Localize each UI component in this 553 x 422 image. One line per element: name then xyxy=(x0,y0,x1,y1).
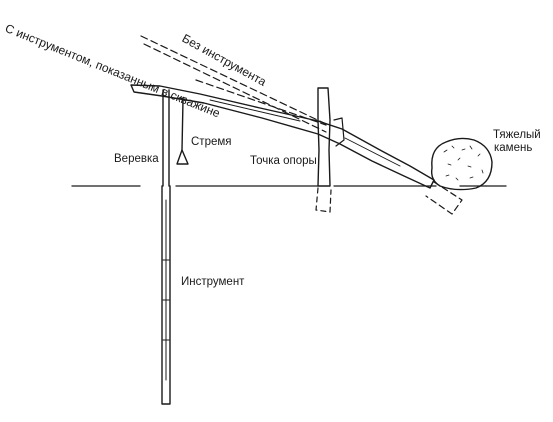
fulcrum-post xyxy=(315,87,345,213)
label-stirrup: Стремя xyxy=(191,136,232,148)
spring-pole-grain xyxy=(209,99,401,167)
heavy-stone xyxy=(430,137,493,191)
label-tool: Инструмент xyxy=(181,276,245,288)
label-heavy-stone-line1: Тяжелый xyxy=(493,129,541,141)
label-rope: Веревка xyxy=(114,153,159,165)
rope xyxy=(162,89,170,187)
label-heavy-stone-line2: камень xyxy=(494,142,533,154)
pole-without-tool-dashed xyxy=(140,35,329,133)
pole-end-dashed xyxy=(425,181,463,215)
heavy-stone-texture xyxy=(443,145,484,181)
label-fulcrum: Точка опоры xyxy=(250,155,317,167)
spring-pole xyxy=(130,84,435,189)
drilling-tool xyxy=(161,185,171,405)
stirrup xyxy=(176,97,189,165)
